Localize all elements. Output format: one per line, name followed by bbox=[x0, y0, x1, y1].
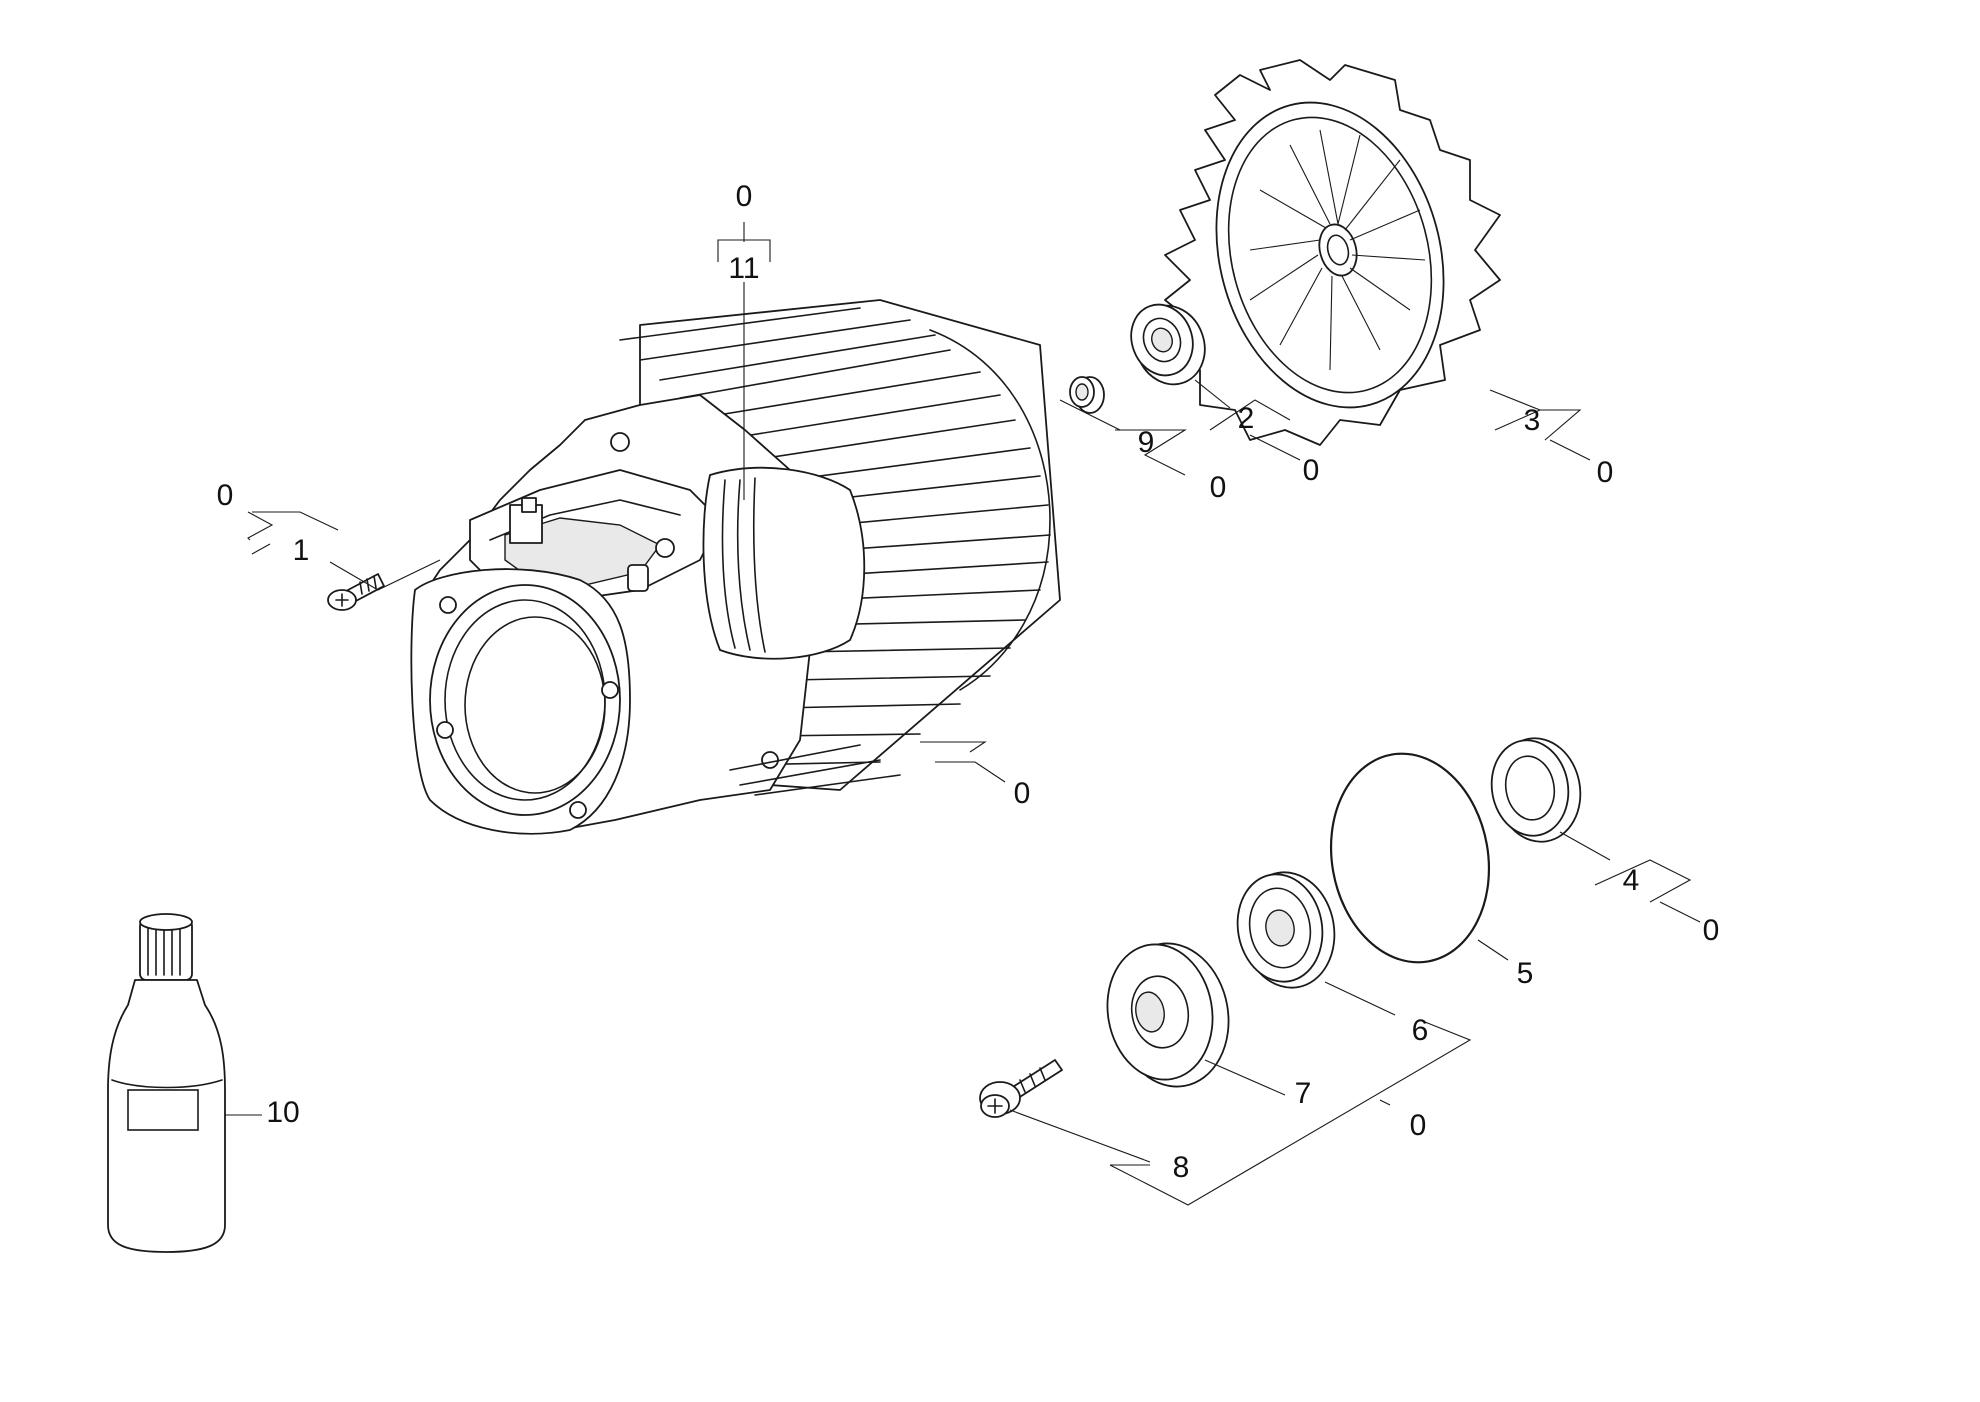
callout-housing-assembly: 0 bbox=[1014, 777, 1031, 810]
callout-10: 10 bbox=[266, 1096, 299, 1129]
callout-1: 1 bbox=[293, 534, 310, 567]
callout-6: 6 bbox=[1412, 1014, 1429, 1047]
screw-part-1 bbox=[327, 573, 385, 611]
callout-kit-assembly: 0 bbox=[1410, 1109, 1427, 1142]
callout-8: 8 bbox=[1173, 1151, 1190, 1184]
callout-5: 5 bbox=[1517, 957, 1534, 990]
leader-lines bbox=[225, 222, 1701, 1206]
bearing-part-2 bbox=[1130, 303, 1206, 386]
callout-2-assembly: 0 bbox=[1303, 454, 1320, 487]
cap-part-7 bbox=[1106, 942, 1230, 1088]
callout-3-assembly: 0 bbox=[1597, 456, 1614, 489]
callout-7: 7 bbox=[1295, 1077, 1312, 1110]
callout-11-assembly: 0 bbox=[736, 180, 753, 213]
fan-part-3 bbox=[1164, 59, 1501, 446]
nut-part-9 bbox=[1069, 376, 1105, 414]
bearing-part-6 bbox=[1236, 871, 1336, 989]
o-ring-part-5 bbox=[1329, 752, 1491, 964]
motor-housing bbox=[410, 299, 1061, 835]
oil-bottle-part-10 bbox=[107, 913, 226, 1253]
callout-3: 3 bbox=[1524, 404, 1541, 437]
callout-11: 11 bbox=[728, 252, 759, 285]
callout-4-assembly: 0 bbox=[1703, 914, 1720, 947]
callout-labels: 0 11 0 1 0 9 0 2 0 3 0 4 0 5 6 7 8 0 10 bbox=[217, 180, 1720, 1184]
callout-2: 2 bbox=[1238, 402, 1255, 435]
callout-9: 9 bbox=[1138, 426, 1155, 459]
callout-4: 4 bbox=[1623, 864, 1640, 897]
callout-1-assembly: 0 bbox=[217, 479, 234, 512]
screw-part-8 bbox=[979, 1059, 1063, 1118]
callout-9-assembly: 0 bbox=[1210, 471, 1227, 504]
seal-ring-part-4 bbox=[1490, 737, 1582, 843]
